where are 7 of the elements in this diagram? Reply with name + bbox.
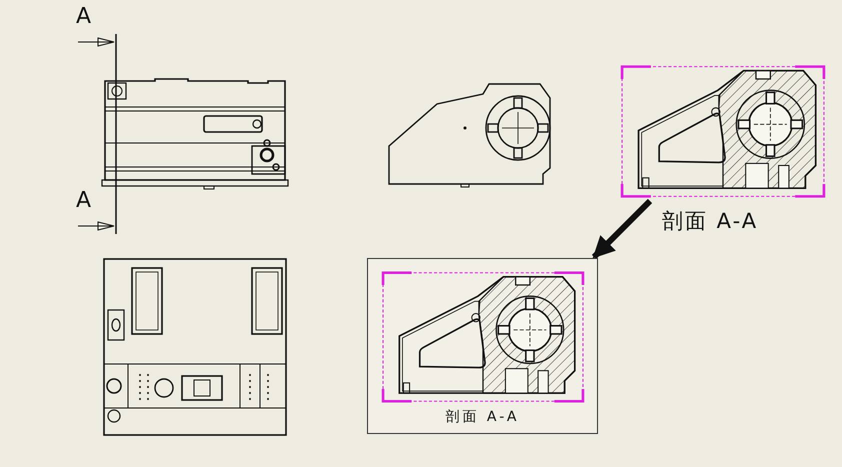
- section-caption: 剖面 A-A: [445, 410, 520, 424]
- arrow: [592, 198, 652, 260]
- section-caption: 剖面 A-A: [662, 211, 758, 232]
- section-label: A: [76, 6, 92, 28]
- section-view-drawing: [620, 64, 826, 199]
- section-label: A: [76, 190, 92, 212]
- view-frame: [367, 258, 598, 434]
